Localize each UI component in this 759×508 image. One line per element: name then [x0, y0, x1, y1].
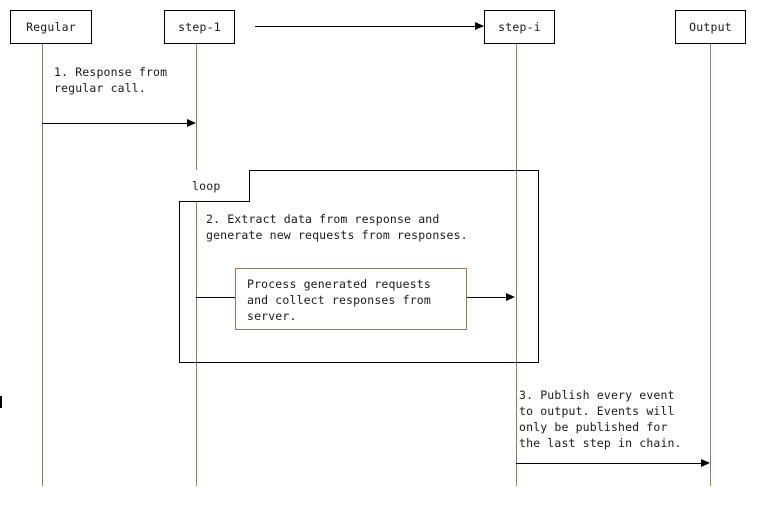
canvas-edge-marker [0, 396, 2, 408]
lifeline-regular [42, 44, 43, 486]
participant-regular[interactable]: Regular [10, 10, 92, 44]
participant-step-i-label: step-i [498, 20, 541, 34]
note-process-generated-requests-text: Process generated requests and collect r… [247, 277, 431, 323]
message-note-to-step-i-line [467, 297, 508, 298]
lifeline-output [710, 44, 711, 486]
participant-step-1[interactable]: step-1 [164, 10, 235, 44]
participant-step-1-label: step-1 [178, 20, 221, 34]
lifeline-step-i [516, 44, 517, 486]
message-publish-to-output-line [516, 463, 702, 464]
message-response-from-regular-label: 1. Response from regular call. [54, 65, 168, 95]
fragment-loop-body-text: 2. Extract data from response and genera… [206, 212, 468, 242]
message-chain-link-arrowhead [475, 22, 484, 30]
message-process-generated-requests-line [196, 297, 236, 298]
message-chain-link-line [255, 26, 483, 27]
fragment-loop-operator-text: loop [192, 178, 221, 193]
message-response-from-regular-arrowhead [187, 119, 196, 127]
lifeline-step-1 [196, 44, 197, 486]
participant-output[interactable]: Output [675, 10, 746, 44]
participant-output-label: Output [689, 20, 732, 34]
participant-step-i[interactable]: step-i [484, 10, 555, 44]
message-publish-to-output-arrowhead [701, 459, 710, 467]
message-publish-to-output-label: 3. Publish every event to output. Events… [519, 388, 682, 450]
message-response-from-regular-line [42, 123, 188, 124]
participant-regular-label: Regular [26, 20, 76, 34]
fragment-loop-operator-label: loop [179, 170, 250, 202]
message-note-to-step-i-arrowhead [506, 293, 515, 301]
note-process-generated-requests: Process generated requests and collect r… [235, 268, 467, 330]
fragment-loop [179, 170, 539, 363]
